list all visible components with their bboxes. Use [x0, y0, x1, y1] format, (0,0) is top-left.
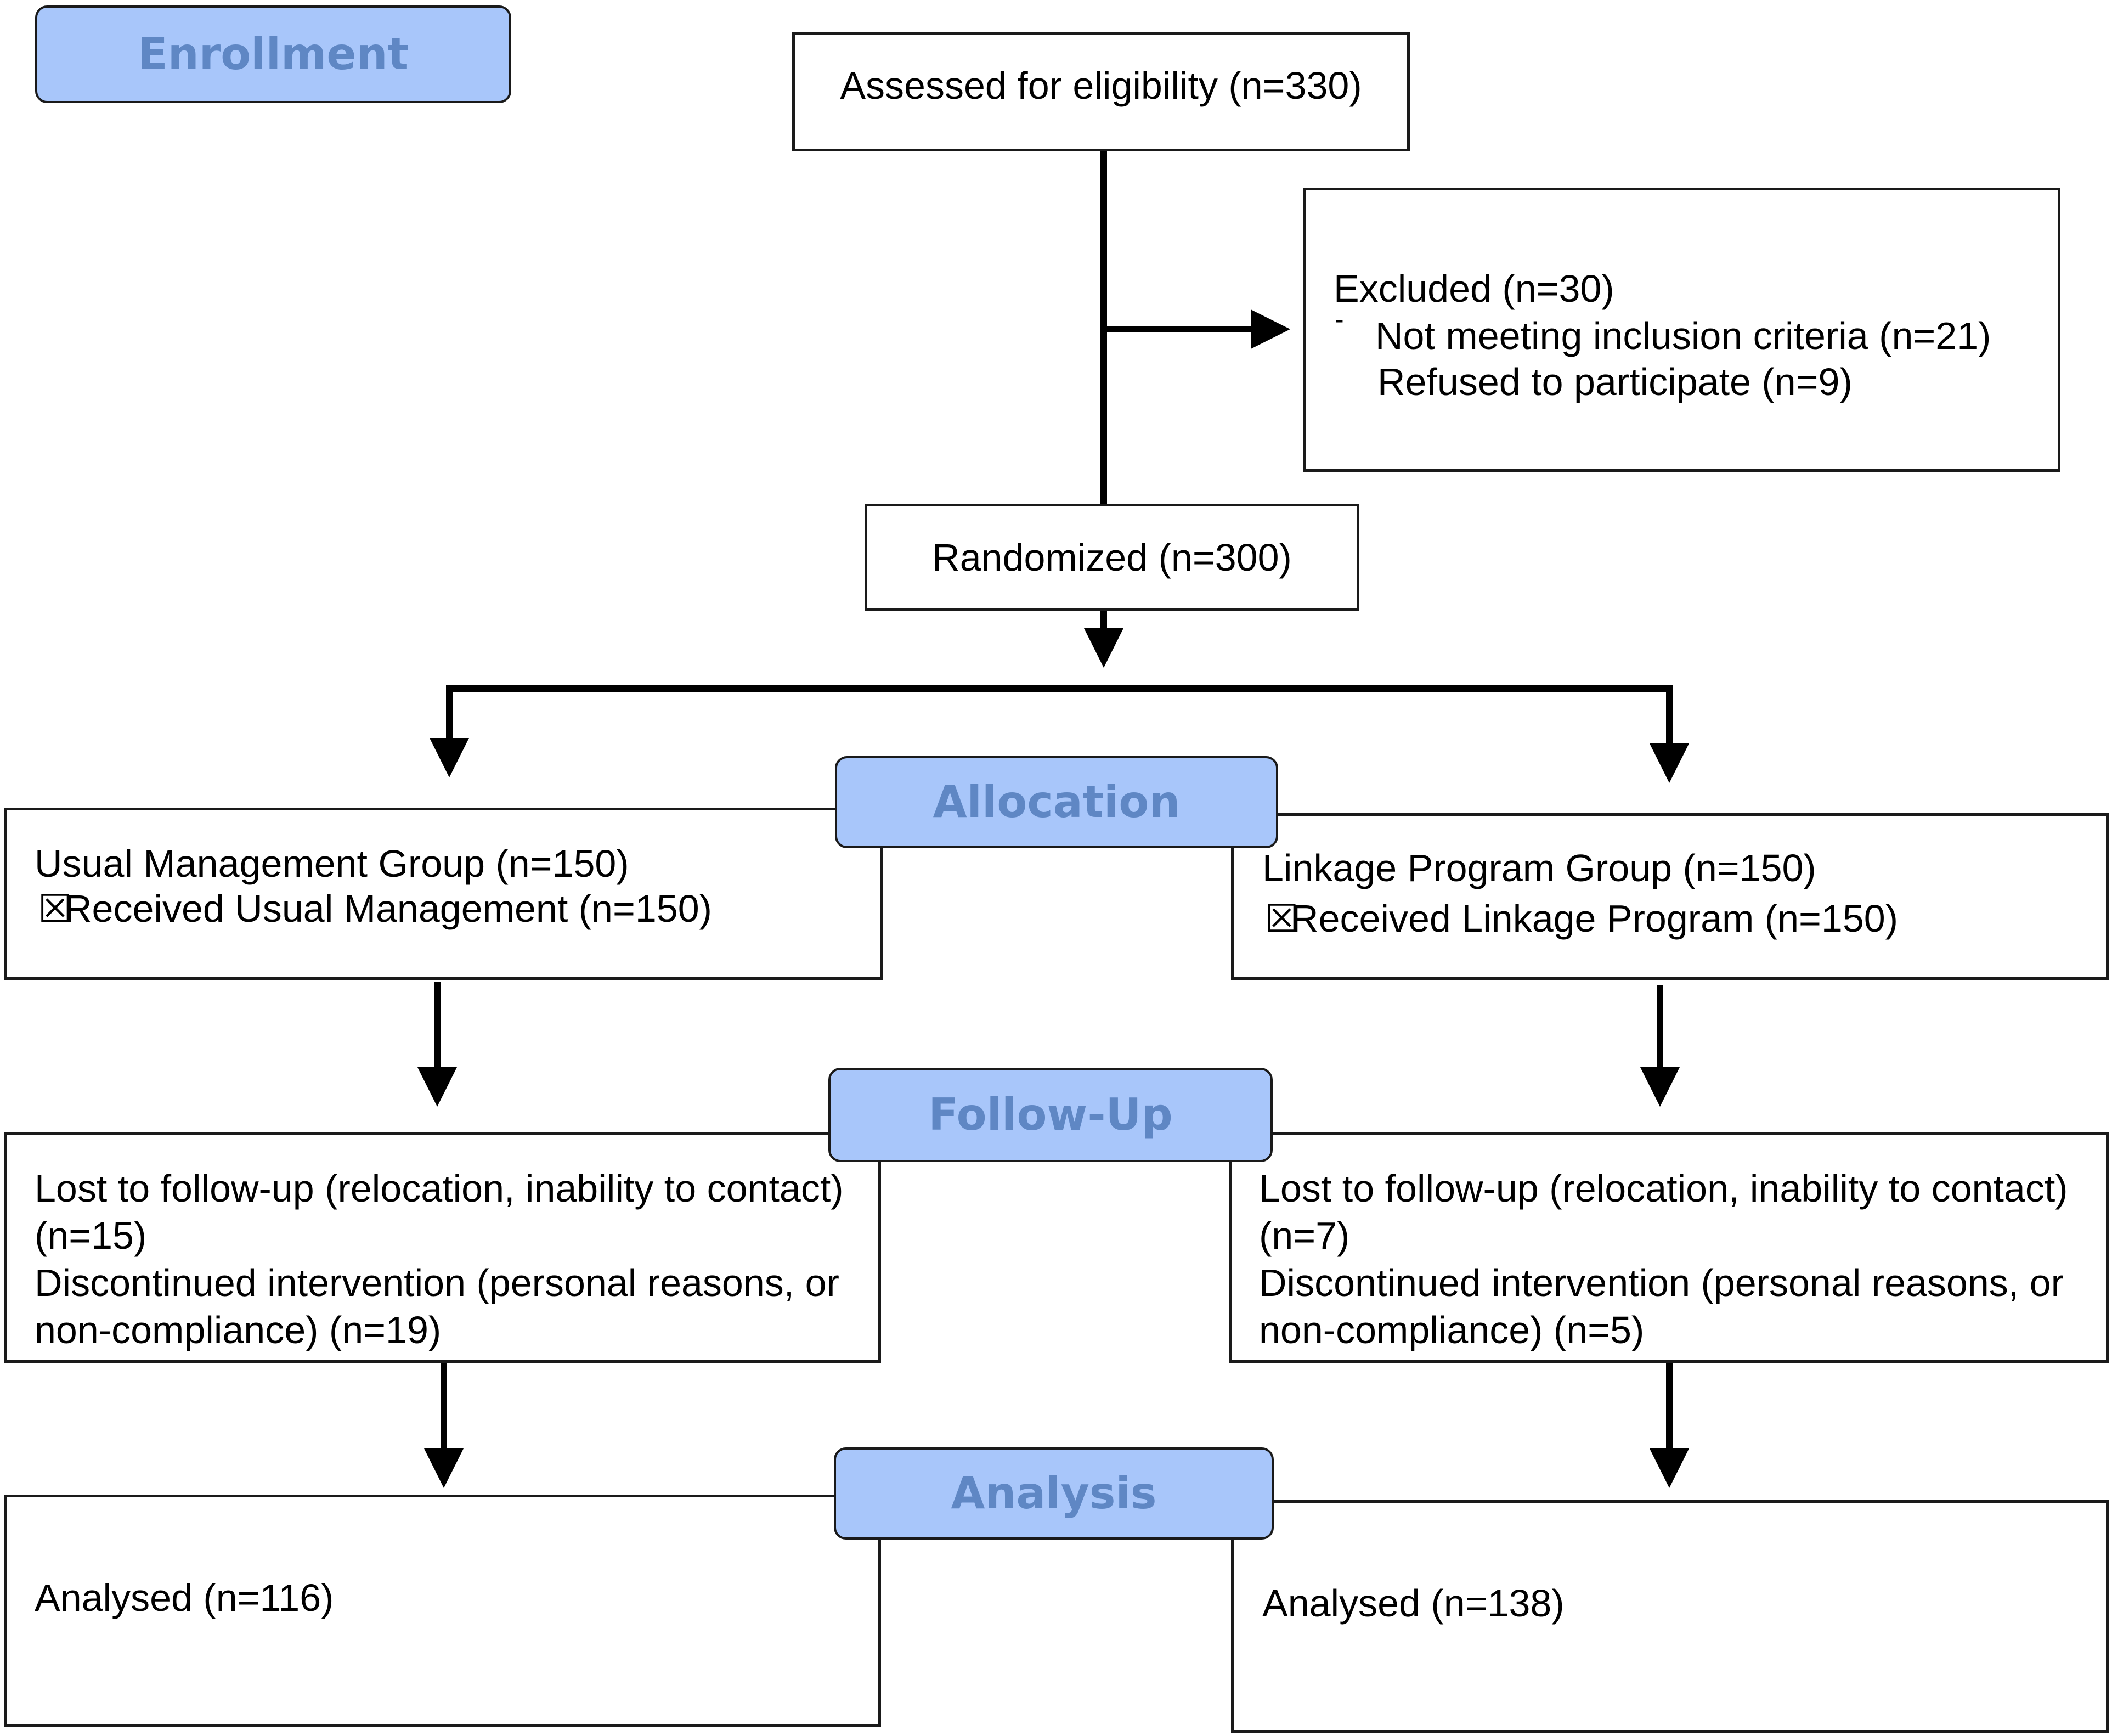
checkbox-marker-icon: ☒ [38, 887, 72, 930]
usual-management-received: ☒Received Usual Management (n=150) [38, 885, 712, 932]
usual-discontinued-line1: Discontinued intervention (personal reas… [35, 1261, 839, 1304]
linkage-analysed-text: Analysed (n=138) [1262, 1582, 1565, 1625]
usual-discontinued-line2: non-compliance) (n=19) [35, 1309, 442, 1351]
enrollment-stage-label: Enrollment [35, 5, 511, 103]
follow-up-stage-text: Follow-Up [928, 1089, 1173, 1140]
analysis-stage-text: Analysis [951, 1468, 1157, 1519]
linkage-program-received-text: Received Linkage Program (n=150) [1291, 897, 1899, 940]
usual-management-allocation-box: Usual Management Group (n=150) ☒Received… [4, 808, 883, 980]
randomized-text: Randomized (n=300) [932, 536, 1292, 579]
excluded-title: Excluded (n=30) [1334, 267, 1614, 310]
allocation-stage-text: Allocation [933, 776, 1181, 827]
linkage-lost-to-followup-line1: Lost to follow-up (relocation, inability… [1259, 1167, 2068, 1210]
enrollment-stage-text: Enrollment [138, 29, 409, 80]
assessed-box: Assessed for eligibility (n=330) [792, 32, 1410, 151]
usual-lost-to-followup-line1: Lost to follow-up (relocation, inability… [35, 1167, 844, 1210]
linkage-program-received: ☒Received Linkage Program (n=150) [1264, 895, 1898, 942]
follow-up-stage-label: Follow-Up [828, 1068, 1273, 1162]
linkage-program-allocation-box: Linkage Program Group (n=150) ☒Received … [1231, 813, 2109, 980]
excluded-bullet: - [1335, 304, 1344, 335]
linkage-discontinued-line2: non-compliance) (n=5) [1259, 1309, 1645, 1351]
usual-analysed-text: Analysed (n=116) [35, 1576, 334, 1619]
usual-management-received-text: Received Usual Management (n=150) [64, 887, 712, 930]
allocation-stage-label: Allocation [835, 756, 1278, 848]
linkage-program-followup-box: Lost to follow-up (relocation, inability… [1229, 1132, 2109, 1363]
linkage-program-analysis-box: Analysed (n=138) [1231, 1500, 2109, 1733]
analysis-stage-label: Analysis [834, 1447, 1274, 1540]
linkage-discontinued-line1: Discontinued intervention (personal reas… [1259, 1261, 2064, 1304]
linkage-lost-to-followup-count: (n=7) [1259, 1214, 1350, 1257]
randomized-box: Randomized (n=300) [865, 504, 1359, 611]
usual-management-group-title: Usual Management Group (n=150) [35, 842, 629, 885]
linkage-program-group-title: Linkage Program Group (n=150) [1262, 847, 1816, 889]
excluded-box: Excluded (n=30) - Not meeting inclusion … [1303, 188, 2060, 472]
excluded-refused: Refused to participate (n=9) [1377, 360, 1853, 403]
checkbox-marker-icon: ☒ [1264, 897, 1299, 940]
usual-management-followup-box: Lost to follow-up (relocation, inability… [4, 1132, 881, 1363]
assessed-text: Assessed for eligibility (n=330) [840, 64, 1362, 107]
usual-lost-to-followup-count: (n=15) [35, 1214, 147, 1257]
excluded-not-meeting-criteria: Not meeting inclusion criteria (n=21) [1375, 314, 1991, 357]
usual-management-analysis-box: Analysed (n=116) [4, 1495, 881, 1727]
